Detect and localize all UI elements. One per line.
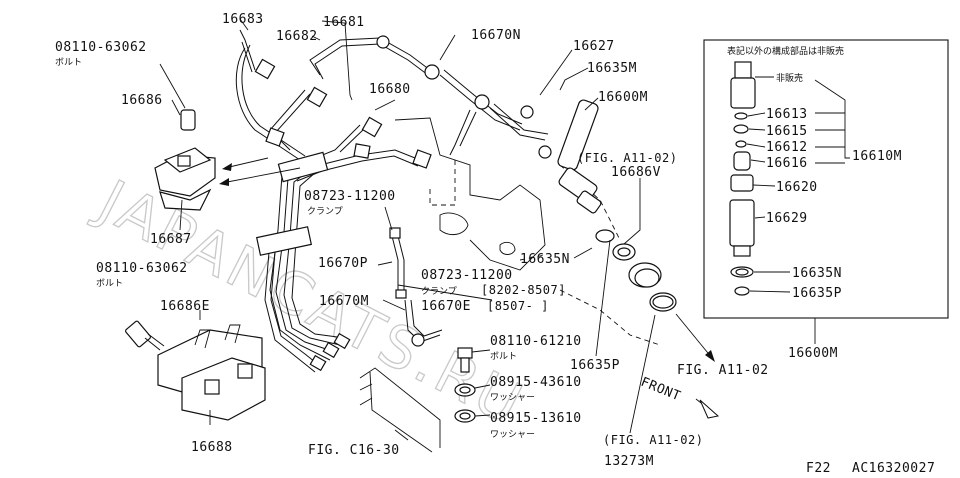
label-16670m: 16670M [319, 294, 369, 309]
label-fig-c16-30: FIG. C16-30 [308, 443, 400, 458]
label-bolt2-no: 08110-63062 [96, 261, 188, 276]
leader-lines [159, 18, 656, 441]
diagram-title: F22 [806, 461, 831, 476]
label-16680: 16680 [369, 82, 411, 97]
label-fig-a11-02-c: (FIG. A11-02) [603, 433, 703, 447]
label-16670n: 16670N [471, 28, 521, 43]
label-16683: 16683 [222, 12, 264, 27]
label-not-sold: 非販売 [776, 72, 803, 84]
label-16635n-box: 16635N [792, 266, 842, 281]
label-16687: 16687 [150, 232, 192, 247]
label-clamp1-jp: クランプ [307, 206, 343, 217]
diagram-code: AC16320027 [852, 461, 935, 476]
seal-rings [595, 229, 677, 312]
label-16627: 16627 [573, 39, 615, 54]
label-16610m: 16610M [852, 149, 902, 164]
nozzle-pipes [449, 103, 552, 159]
label-clamp2-range2: [8507- ] [487, 299, 549, 313]
label-clamp2-no: 08723-11200 [421, 268, 513, 283]
label-bolt3-no: 08110-61210 [490, 334, 582, 349]
clamp-16688 [157, 324, 266, 421]
box-note: 表記以外の構成部品は非販売 [727, 45, 844, 57]
bolt-16686e [125, 320, 165, 351]
label-fig-a11-02-a: (FIG. A11-02) [577, 151, 677, 165]
label-16681: 16681 [323, 15, 365, 30]
label-16600m-box: 16600M [788, 346, 838, 361]
label-16612: 16612 [766, 140, 808, 155]
clamp-16687 [154, 109, 216, 211]
label-clamp1-no: 08723-11200 [304, 189, 396, 204]
label-bolt3-jp: ボルト [490, 351, 517, 362]
label-clamp2-range1: [8202-8507] [481, 283, 566, 297]
bundle-clamps [255, 151, 329, 256]
arrows [219, 157, 720, 419]
label-16613: 16613 [766, 107, 808, 122]
label-bolt1-jp: ボルト [55, 57, 82, 68]
nozzle-detail-box: 表記以外の構成部品は非販売 [703, 39, 949, 344]
label-16616: 16616 [766, 156, 808, 171]
label-16686v: 16686V [611, 165, 661, 180]
label-16635p-main: 16635P [570, 358, 620, 373]
label-washer2-no: 08915-13610 [490, 411, 582, 426]
label-13273m: 13273M [604, 454, 654, 469]
label-16615: 16615 [766, 124, 808, 139]
label-clamp2-jp: クランプ [421, 286, 457, 297]
label-washer2-jp: ワッシャー [490, 430, 535, 440]
label-16688: 16688 [191, 440, 233, 455]
label-16635p-box: 16635P [792, 286, 842, 301]
label-bolt2-jp: ボルト [96, 278, 123, 289]
injection-pipes [235, 29, 523, 373]
labels: 16683 16681 16682 16670N 16627 16635M 16… [55, 12, 935, 476]
label-washer1-jp: ワッシャー [490, 393, 535, 403]
label-16600m-top: 16600M [598, 90, 648, 105]
engine-outline [394, 117, 661, 346]
label-fig-a11-02-b: FIG. A11-02 [677, 363, 769, 378]
label-16686e: 16686E [160, 299, 210, 314]
label-16635n-main: 16635N [520, 252, 570, 267]
label-16686: 16686 [121, 93, 163, 108]
bracket-c16-30 [359, 367, 441, 453]
bottom-hardware [454, 347, 476, 423]
label-16635m: 16635M [587, 61, 637, 76]
label-16670e: 16670E [421, 299, 471, 314]
label-front: FRONT [639, 375, 683, 405]
label-washer1-no: 08915-43610 [490, 375, 582, 390]
pipe-fittings [254, 35, 490, 372]
label-16629: 16629 [766, 211, 808, 226]
label-bolt1-no: 08110-63062 [55, 40, 147, 55]
label-16620: 16620 [776, 180, 818, 195]
label-16682: 16682 [276, 29, 318, 44]
injector-nozzle [557, 99, 602, 214]
label-16670p: 16670P [318, 256, 368, 271]
